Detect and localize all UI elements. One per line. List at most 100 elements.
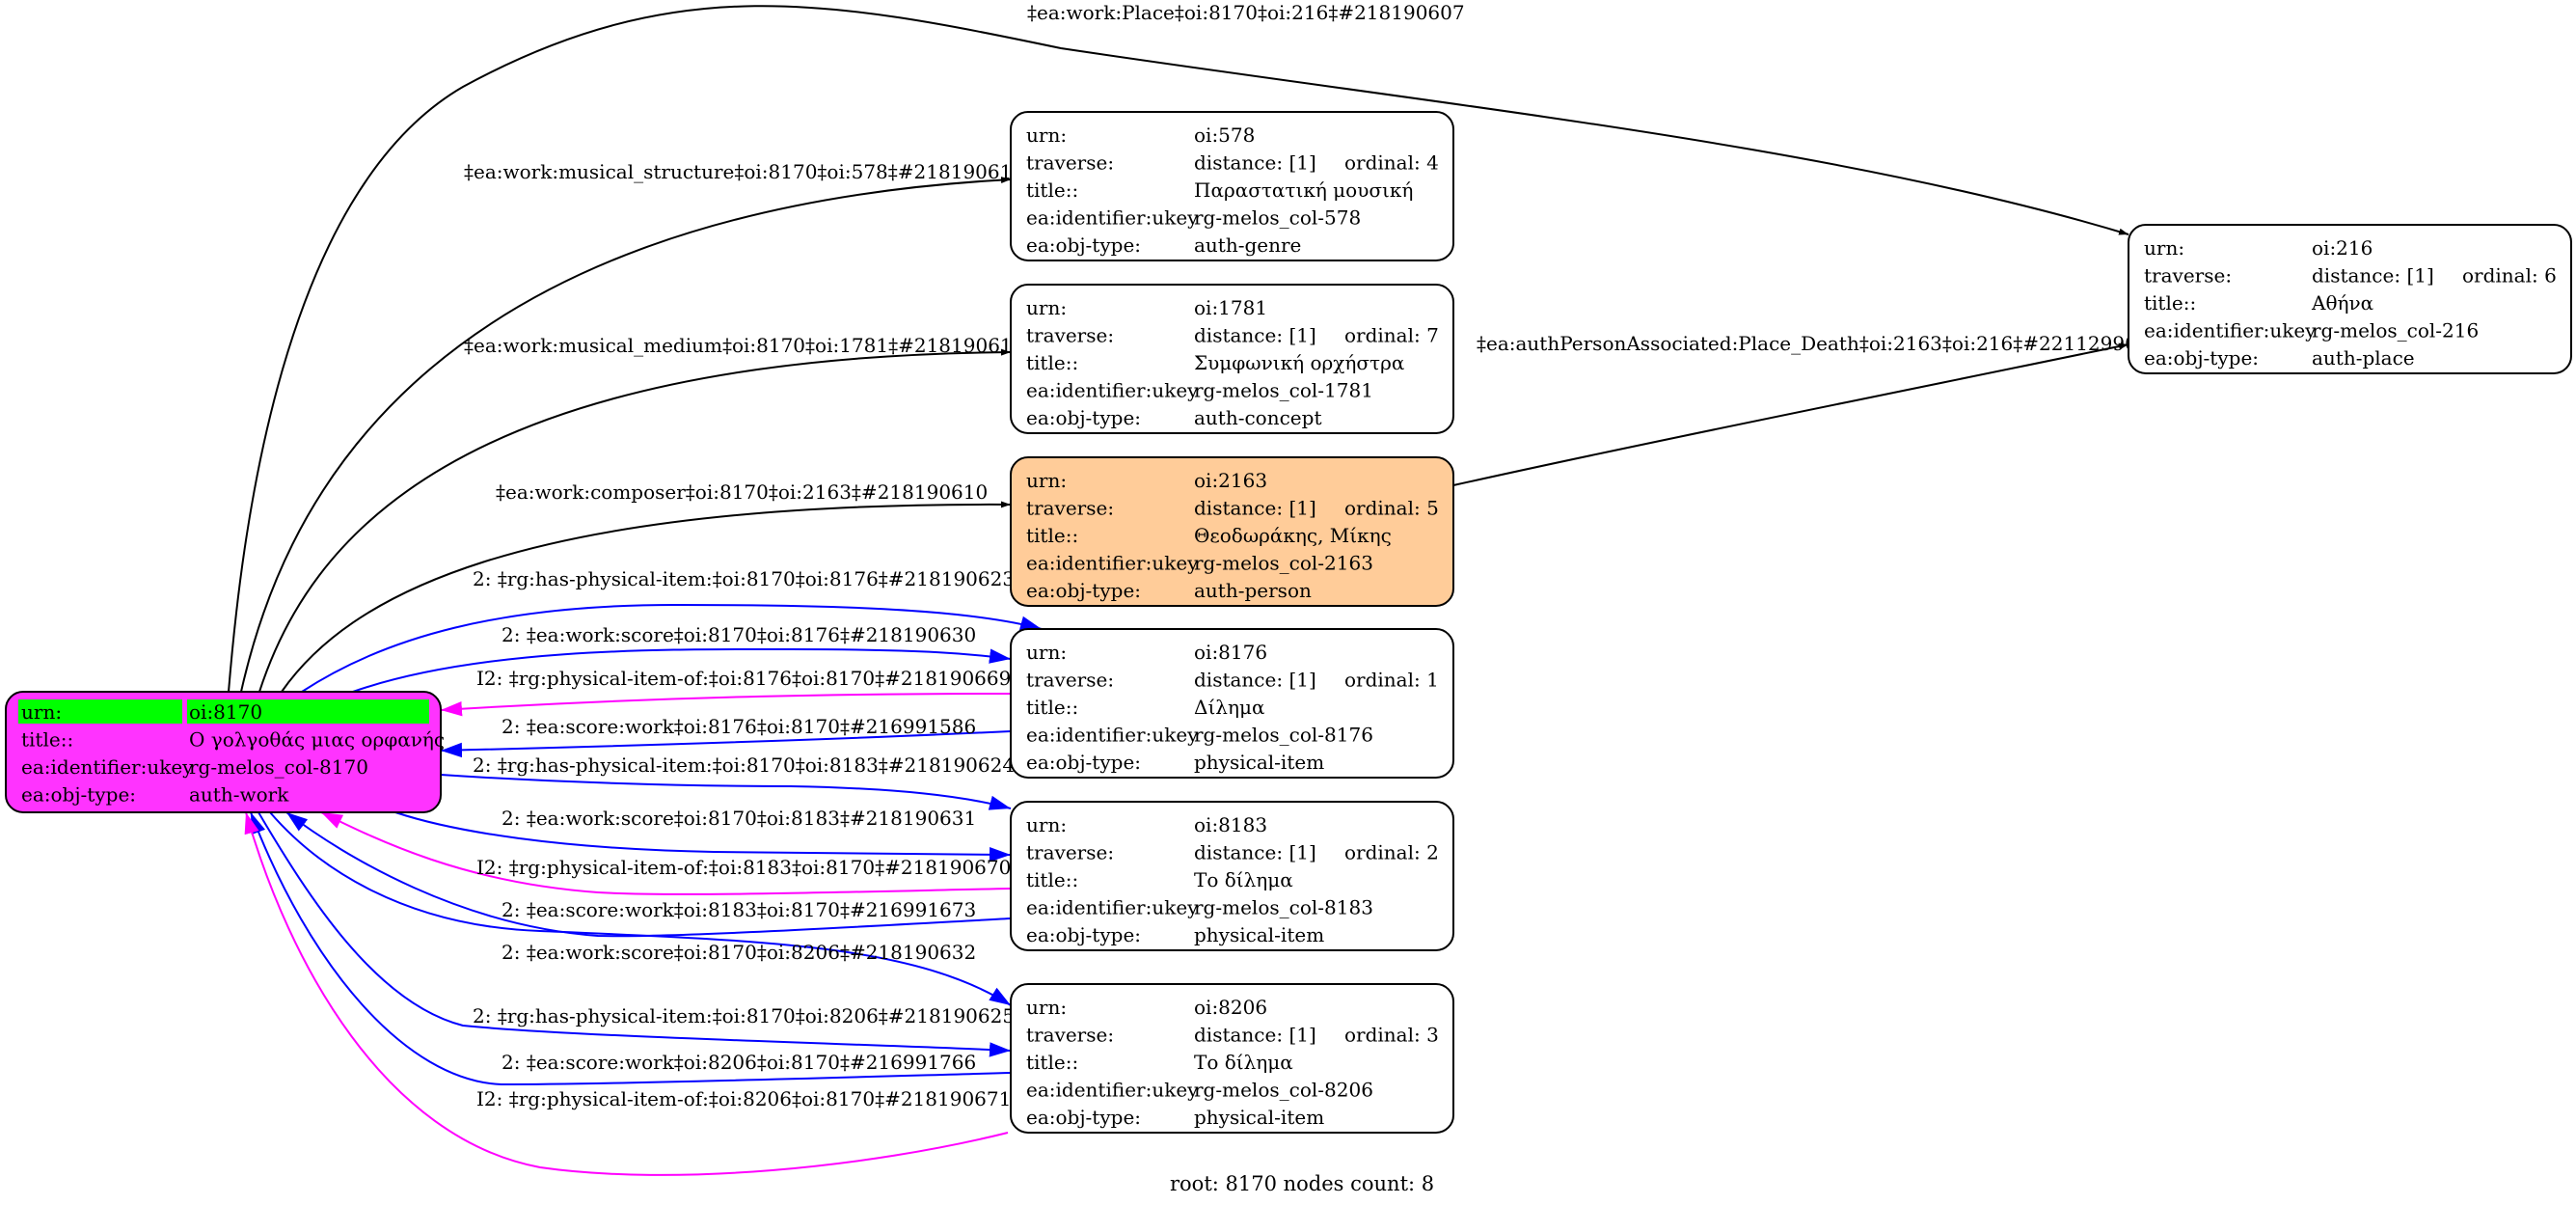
edge-line[interactable] (228, 5, 2129, 693)
graph-edge[interactable]: ‡ea:work:musical_structure‡oi:8170‡oi:57… (240, 160, 1024, 693)
node-field-ordinal: ordinal: 3 (1344, 1024, 1439, 1047)
edge-line[interactable] (440, 774, 1012, 810)
edge-label: ‡ea:authPersonAssociated:Place_Death‡oi:… (1477, 332, 2150, 355)
node-field-value: oi:2163 (1194, 469, 1267, 492)
graph-edge[interactable]: 2: ‡ea:work:score‡oi:8170‡oi:8183‡#21819… (394, 807, 1012, 863)
node-field-value: rg-melos_col-8206 (1194, 1079, 1373, 1102)
node-field-value: distance: [1] (1194, 151, 1316, 175)
edge-line[interactable] (244, 811, 1009, 1176)
graph-edge[interactable]: 2: ‡ea:work:score‡oi:8170‡oi:8206‡#21819… (269, 811, 1012, 1006)
node-box[interactable] (1010, 284, 1454, 434)
edge-line[interactable] (394, 811, 1012, 863)
graph-edge[interactable]: 2: ‡ea:score:work‡oi:8206‡oi:8170‡#21699… (250, 811, 1012, 1086)
node-field-value: rg-melos_col-2163 (1194, 552, 1373, 575)
edge-line[interactable] (269, 811, 1012, 1006)
node-field-key: title:: (1026, 868, 1078, 891)
edges-layer: ‡ea:work:Place‡oi:8170‡oi:216‡#218190607… (228, 1, 2150, 1176)
edge-line[interactable] (258, 348, 1012, 693)
edge-line[interactable] (240, 177, 1012, 693)
graph-edge[interactable]: 2: ‡ea:score:work‡oi:8176‡oi:8170‡#21699… (440, 715, 1012, 758)
edge-label: I2: ‡rg:physical-item-of:‡oi:8176‡oi:817… (476, 667, 1011, 690)
edge-label: I2: ‡rg:physical-item-of:‡oi:8206‡oi:817… (476, 1087, 1011, 1110)
edge-label: 2: ‡rg:has-physical-item:‡oi:8170‡oi:817… (473, 567, 1015, 590)
edge-label: 2: ‡ea:score:work‡oi:8183‡oi:8170‡#21699… (502, 898, 976, 921)
node-field-key: title:: (1026, 696, 1078, 719)
node-box[interactable] (1010, 456, 1454, 607)
node-box[interactable] (1010, 801, 1454, 951)
node-field-value: oi:8183 (1194, 813, 1267, 836)
node-field-key: urn: (1026, 641, 1067, 664)
node-field-value: rg-melos_col-8170 (189, 755, 368, 779)
node-field-value: oi:8206 (1194, 996, 1267, 1019)
node-field-value: rg-melos_col-1781 (1194, 379, 1373, 402)
node-field-key: urn: (1026, 813, 1067, 836)
row-highlight (187, 699, 429, 724)
node-box[interactable] (1010, 111, 1454, 261)
node-box[interactable] (1010, 628, 1454, 779)
edge-line[interactable] (281, 501, 1012, 693)
graph-edge[interactable]: I2: ‡rg:physical-item-of:‡oi:8183‡oi:817… (320, 811, 1012, 895)
graph-edge[interactable]: ‡ea:authPersonAssociated:Place_Death‡oi:… (1452, 332, 2150, 486)
node-field-value: rg-melos_col-216 (2312, 319, 2479, 342)
node-field-key: ea:obj-type: (1026, 233, 1141, 257)
node-field-key: title:: (1026, 1051, 1078, 1074)
node-field-key: traverse: (1026, 324, 1114, 347)
graph-edge[interactable]: 2: ‡rg:has-physical-item:‡oi:8170‡oi:818… (440, 753, 1015, 810)
node-field-value: distance: [1] (1194, 324, 1316, 347)
node-field-ordinal: ordinal: 4 (1344, 151, 1439, 175)
edge-line[interactable] (301, 603, 1043, 693)
node-field-key: traverse: (1026, 669, 1114, 692)
edge-line[interactable] (1452, 342, 2129, 486)
node-box[interactable] (2128, 224, 2572, 374)
node-field-key: ea:obj-type: (21, 783, 136, 807)
node-field-key: ea:obj-type: (1026, 406, 1141, 429)
graph-edge[interactable]: I2: ‡rg:physical-item-of:‡oi:8206‡oi:817… (244, 811, 1011, 1176)
node-field-key: ea:identifier:ukey (1026, 1079, 1199, 1102)
edge-line[interactable] (285, 811, 1012, 938)
graph-edge[interactable]: 2: ‡rg:has-physical-item:‡oi:8170‡oi:817… (301, 567, 1043, 693)
edge-label: 2: ‡ea:work:score‡oi:8170‡oi:8206‡#21819… (502, 941, 976, 964)
node-field-key: ea:identifier:ukey (1026, 896, 1199, 919)
edge-line[interactable] (258, 811, 1012, 1057)
node-field-value: oi:578 (1194, 123, 1255, 147)
edge-label: ‡ea:work:composer‡oi:8170‡oi:2163‡#21819… (496, 480, 988, 504)
node-field-key: urn: (1026, 996, 1067, 1019)
edge-line[interactable] (440, 693, 1012, 717)
node-field-value: auth-genre (1194, 233, 1301, 257)
edge-line[interactable] (440, 730, 1012, 758)
node-field-value: Το δίλημα (1194, 1051, 1293, 1074)
node-field-value: Συμφωνική ορχήστρα (1194, 351, 1404, 374)
node-field-key: ea:identifier:ukey (2144, 319, 2317, 342)
node-field-key: ea:identifier:ukey (1026, 379, 1199, 402)
edge-label: ‡ea:work:Place‡oi:8170‡oi:216‡#218190607 (1027, 1, 1465, 24)
edge-line[interactable] (352, 647, 1012, 693)
node-field-key: traverse: (1026, 497, 1114, 520)
node-field-value: physical-item (1194, 923, 1324, 946)
graph-edge[interactable]: ‡ea:work:composer‡oi:8170‡oi:2163‡#21819… (281, 480, 1012, 693)
node-box[interactable] (1010, 983, 1454, 1134)
edge-label: 2: ‡rg:has-physical-item:‡oi:8170‡oi:820… (473, 1004, 1015, 1027)
edge-label: 2: ‡ea:work:score‡oi:8170‡oi:8183‡#21819… (502, 807, 976, 830)
graph-edge[interactable]: ‡ea:work:Place‡oi:8170‡oi:216‡#218190607 (228, 1, 2129, 693)
graph-edge[interactable]: ‡ea:work:musical_medium‡oi:8170‡oi:1781‡… (258, 334, 1024, 693)
graph-edge[interactable]: 2: ‡ea:score:work‡oi:8183‡oi:8170‡#21699… (285, 811, 1012, 938)
graph-edge[interactable]: I2: ‡rg:physical-item-of:‡oi:8176‡oi:817… (440, 667, 1012, 717)
edge-line[interactable] (320, 811, 1012, 895)
edge-label: ‡ea:work:musical_medium‡oi:8170‡oi:1781‡… (464, 334, 1024, 357)
node-field-value: auth-place (2312, 346, 2415, 370)
node-field-key: urn: (1026, 469, 1067, 492)
graph-edge[interactable]: 2: ‡rg:has-physical-item:‡oi:8170‡oi:820… (258, 811, 1015, 1057)
graph-edge[interactable]: 2: ‡ea:work:score‡oi:8170‡oi:8176‡#21819… (352, 623, 1012, 693)
node-field-key: ea:identifier:ukey (21, 755, 194, 779)
node-field-value: auth-person (1194, 579, 1312, 602)
edge-line[interactable] (250, 811, 1012, 1086)
